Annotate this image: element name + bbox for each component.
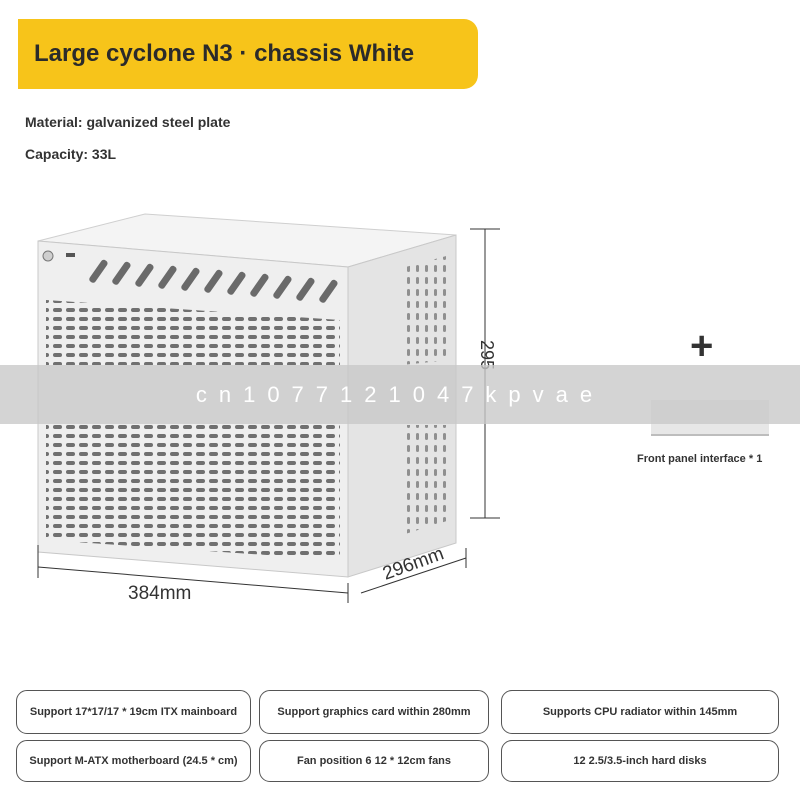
capacity-spec: Capacity: 33L — [25, 146, 117, 162]
watermark-band: cn1077121047kpvae — [0, 365, 800, 424]
material-spec: Material: galvanized steel plate — [25, 114, 231, 130]
feature-fan-positions: Fan position 6 12 * 12cm fans — [259, 740, 489, 782]
width-dimension: 384mm — [128, 583, 192, 604]
feature-itx-mainboard: Support 17*17/17 * 19cm ITX mainboard — [16, 690, 251, 734]
watermark-text: cn1077121047kpvae — [195, 382, 605, 407]
product-title: Large cyclone N3 · chassis White — [34, 40, 415, 67]
plus-icon: + — [690, 324, 714, 368]
feature-hard-disks: 12 2.5/3.5-inch hard disks — [501, 740, 779, 782]
feature-matx-motherboard: Support M-ATX motherboard (24.5 * cm) — [16, 740, 251, 782]
feature-cpu-radiator: Supports CPU radiator within 145mm — [501, 690, 779, 734]
front-panel-label: Front panel interface * 1 — [637, 453, 763, 465]
feature-graphics-card: Support graphics card within 280mm — [259, 690, 489, 734]
title-banner — [18, 19, 478, 89]
